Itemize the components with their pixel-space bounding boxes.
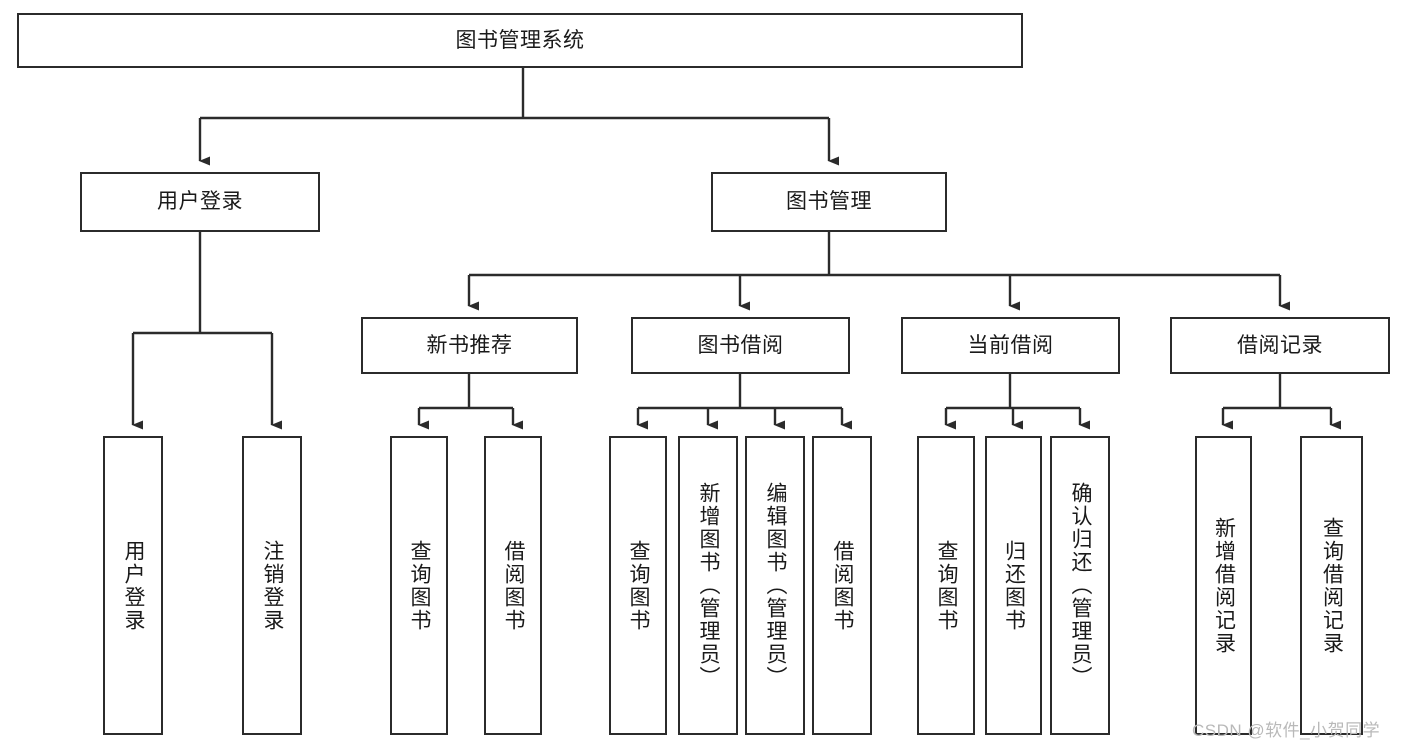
node-label: 查询图书	[627, 539, 651, 632]
node-leaf-query-record[interactable]: 查询借阅记录	[1300, 436, 1363, 735]
node-leaf-add-record[interactable]: 新增借阅记录	[1195, 436, 1252, 735]
node-leaf-borrow-book-1[interactable]: 借阅图书	[484, 436, 542, 735]
node-user-login[interactable]: 用户登录	[80, 172, 320, 232]
node-label: 借阅图书	[831, 539, 855, 632]
node-label: 用户登录	[122, 539, 146, 632]
watermark-label: CSDN @软件_小贺同学	[1192, 721, 1381, 740]
node-leaf-query-book-2[interactable]: 查询图书	[609, 436, 667, 735]
node-root[interactable]: 图书管理系统	[17, 13, 1023, 68]
node-leaf-user-logout[interactable]: 注销登录	[242, 436, 302, 735]
node-label: 新增借阅记录	[1212, 516, 1236, 655]
node-label: 用户登录	[157, 190, 243, 214]
node-label: 借阅图书	[502, 539, 526, 632]
node-leaf-user-login[interactable]: 用户登录	[103, 436, 163, 735]
node-label: 归还图书	[1002, 539, 1026, 632]
node-label: 借阅记录	[1237, 333, 1323, 357]
node-book-manage[interactable]: 图书管理	[711, 172, 947, 232]
node-leaf-borrow-book-2[interactable]: 借阅图书	[812, 436, 872, 735]
node-label: 查询图书	[408, 539, 432, 632]
node-leaf-edit-book[interactable]: 编辑图书（管理员）	[745, 436, 805, 735]
node-label: 编辑图书（管理员）	[764, 482, 788, 689]
node-leaf-confirm-return[interactable]: 确认归还（管理员）	[1050, 436, 1110, 735]
node-label: 当前借阅	[967, 333, 1054, 357]
node-label: 查询借阅记录	[1320, 516, 1344, 655]
node-book-borrow[interactable]: 图书借阅	[631, 317, 850, 374]
node-leaf-query-book-3[interactable]: 查询图书	[917, 436, 975, 735]
node-label: 新增图书（管理员）	[697, 482, 721, 689]
node-label: 图书管理	[786, 190, 872, 214]
node-leaf-add-book[interactable]: 新增图书（管理员）	[678, 436, 738, 735]
node-borrow-record[interactable]: 借阅记录	[1170, 317, 1390, 374]
node-new-book-rec[interactable]: 新书推荐	[361, 317, 578, 374]
node-label: 查询图书	[935, 539, 959, 632]
node-leaf-query-book-1[interactable]: 查询图书	[390, 436, 448, 735]
node-label: 注销登录	[261, 539, 285, 632]
node-label: 图书管理系统	[455, 28, 585, 52]
node-label: 确认归还（管理员）	[1069, 482, 1093, 689]
node-leaf-return-book[interactable]: 归还图书	[985, 436, 1042, 735]
node-current-borrow[interactable]: 当前借阅	[901, 317, 1120, 374]
node-label: 新书推荐	[426, 333, 513, 357]
node-label: 图书借阅	[697, 333, 784, 357]
